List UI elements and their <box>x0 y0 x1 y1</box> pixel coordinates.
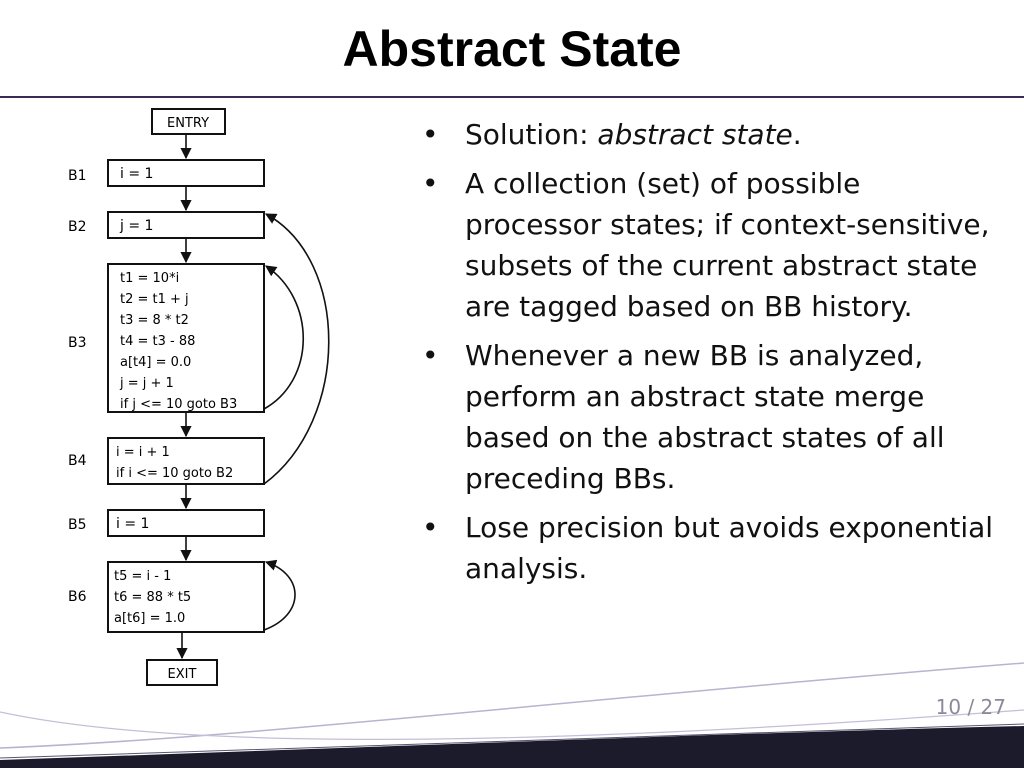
block-b2-line: j = 1 <box>119 218 153 234</box>
bullet-list: • Solution: abstract state. • A collecti… <box>418 114 998 597</box>
page-counter: 10 / 27 <box>936 695 1006 719</box>
control-flow-graph: ENTRY B1 i = 1 B2 j = 1 B3 t1 = 10*i t2 … <box>68 108 330 686</box>
bullet-1-prefix: Solution: <box>465 118 598 151</box>
bullet-dot: • <box>422 339 439 372</box>
exit-node <box>146 659 218 686</box>
block-b3-line: j = j + 1 <box>119 376 174 391</box>
block-b1 <box>107 159 265 187</box>
block-b3-line: t4 = t3 - 88 <box>120 334 195 349</box>
slide-title: Abstract State <box>342 21 682 77</box>
exit-label: EXIT <box>168 667 197 682</box>
block-label-b3: B3 <box>68 335 87 351</box>
page-separator: / <box>967 695 975 719</box>
block-b6-line: t5 = i - 1 <box>114 569 171 584</box>
block-b3-line: t1 = 10*i <box>120 271 179 286</box>
bullet-dot: • <box>422 118 439 151</box>
footer-curve <box>0 662 1024 749</box>
bullet-2-text: A collection (set) of possible processor… <box>465 167 990 323</box>
footer-band <box>0 726 1024 768</box>
footer-curve <box>0 709 1024 741</box>
block-b3-line: if j <= 10 goto B3 <box>120 397 237 412</box>
bullet-1-emphasis: abstract state <box>597 118 793 151</box>
edge-b4-b2 <box>263 213 330 485</box>
block-label-b4: B4 <box>68 453 87 469</box>
bullet-1-suffix: . <box>792 118 802 151</box>
block-label-b2: B2 <box>68 219 87 235</box>
title-divider <box>0 96 1024 98</box>
block-label-b1: B1 <box>68 168 87 184</box>
block-b3-line: t3 = 8 * t2 <box>120 313 189 328</box>
bullet-dot: • <box>422 511 439 544</box>
block-b3-line: a[t4] = 0.0 <box>120 355 191 370</box>
entry-label: ENTRY <box>167 116 209 131</box>
block-b4-line: i = i + 1 <box>116 445 170 460</box>
page-total: 27 <box>980 695 1006 719</box>
block-label-b5: B5 <box>68 517 87 533</box>
block-b6-line: a[t6] = 1.0 <box>114 611 185 626</box>
bullet-item: • A collection (set) of possible process… <box>418 163 998 327</box>
bullet-dot: • <box>422 167 439 200</box>
edge-b6-loop <box>263 559 296 631</box>
bullet-3-text: Whenever a new BB is analyzed, perform a… <box>465 339 945 495</box>
block-b6 <box>107 561 265 633</box>
block-b4 <box>107 437 265 485</box>
bullet-item: • Whenever a new BB is analyzed, perform… <box>418 335 998 499</box>
block-b6-line: t6 = 88 * t5 <box>114 590 191 605</box>
bullet-item: • Solution: abstract state. <box>418 114 998 155</box>
block-b5-line: i = 1 <box>116 516 149 532</box>
page-current: 10 <box>935 695 962 719</box>
block-b4-line: if i <= 10 goto B2 <box>116 466 233 481</box>
bullet-4-text: Lose precision but avoids exponential an… <box>465 511 994 585</box>
block-b3-line: t2 = t1 + j <box>120 292 189 307</box>
edge-b3-loop <box>263 265 304 410</box>
block-label-b6: B6 <box>68 589 87 605</box>
bullet-item: • Lose precision but avoids exponential … <box>418 507 998 589</box>
entry-node <box>151 108 226 135</box>
block-b1-line: i = 1 <box>120 166 153 182</box>
